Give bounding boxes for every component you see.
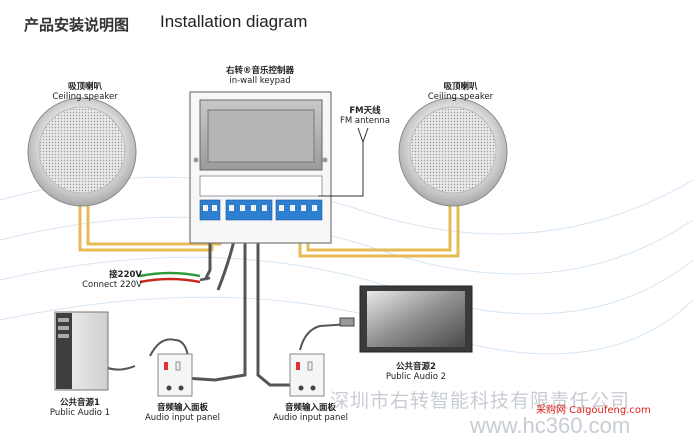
title-english: Installation diagram <box>160 12 308 31</box>
audio2-label: 公共音源2 Public Audio 2 <box>376 362 456 382</box>
watermark-site-red: 采购网 Caigoufeng.com <box>536 405 651 416</box>
power-label-en: Connect 220V <box>82 280 142 290</box>
keypad-label: 右转®音乐控制器 in-wall keypad <box>225 66 295 86</box>
speaker-left-label: 吸顶喇叭 Ceiling speaker <box>50 82 120 102</box>
audio-input-panel-1 <box>149 338 193 397</box>
panel2-label-en: Audio input panel <box>272 413 348 423</box>
watermark-company: 深圳市右转智能科技有限责任公司 <box>330 390 631 412</box>
panel1-label-en: Audio input panel <box>144 413 220 423</box>
audio1-label-en: Public Audio 1 <box>49 408 111 418</box>
speaker-left-label-cn: 吸顶喇叭 <box>67 82 102 92</box>
title-chinese: 产品安装说明图 <box>24 16 130 34</box>
fm-label-cn: FM天线 <box>349 106 381 116</box>
speaker-left-label-en: Ceiling speaker <box>52 92 118 102</box>
audio-input-panel-2 <box>289 323 351 397</box>
power-label-cn: 接220V <box>109 270 142 280</box>
power-label: 接220V Connect 220V <box>62 270 142 290</box>
audio2-label-cn: 公共音源2 <box>396 362 436 372</box>
fm-antenna-label: FM天线 FM antenna <box>335 106 395 126</box>
pc-tower <box>54 311 136 391</box>
panel1-label-cn: 音频输入面板 <box>156 403 208 413</box>
keypad-label-en: in-wall keypad <box>229 76 291 86</box>
power-cable <box>139 271 211 284</box>
panel1-label: 音频输入面板 Audio input panel <box>140 403 225 423</box>
speaker-right-label-en: Ceiling speaker <box>427 92 494 102</box>
fm-label-en: FM antenna <box>339 116 391 126</box>
panel2-label-cn: 音频输入面板 <box>284 403 336 413</box>
ceiling-speaker-right <box>398 97 508 207</box>
in-wall-keypad <box>189 91 332 244</box>
fm-antenna <box>318 127 369 197</box>
audio2-label-en: Public Audio 2 <box>385 372 447 382</box>
watermark-site-grey: www.hc360.com <box>470 413 631 438</box>
speaker-right-label-cn: 吸顶喇叭 <box>443 82 478 92</box>
audio1-label-cn: 公共音源1 <box>60 398 100 408</box>
tv-monitor <box>339 285 473 353</box>
speaker-right-label: 吸顶喇叭 Ceiling speaker <box>423 82 498 102</box>
ceiling-speaker-left <box>27 97 137 207</box>
keypad-label-cn: 右转®音乐控制器 <box>225 66 294 76</box>
panel2-label: 音频输入面板 Audio input panel <box>268 403 353 423</box>
audio1-label: 公共音源1 Public Audio 1 <box>40 398 120 418</box>
